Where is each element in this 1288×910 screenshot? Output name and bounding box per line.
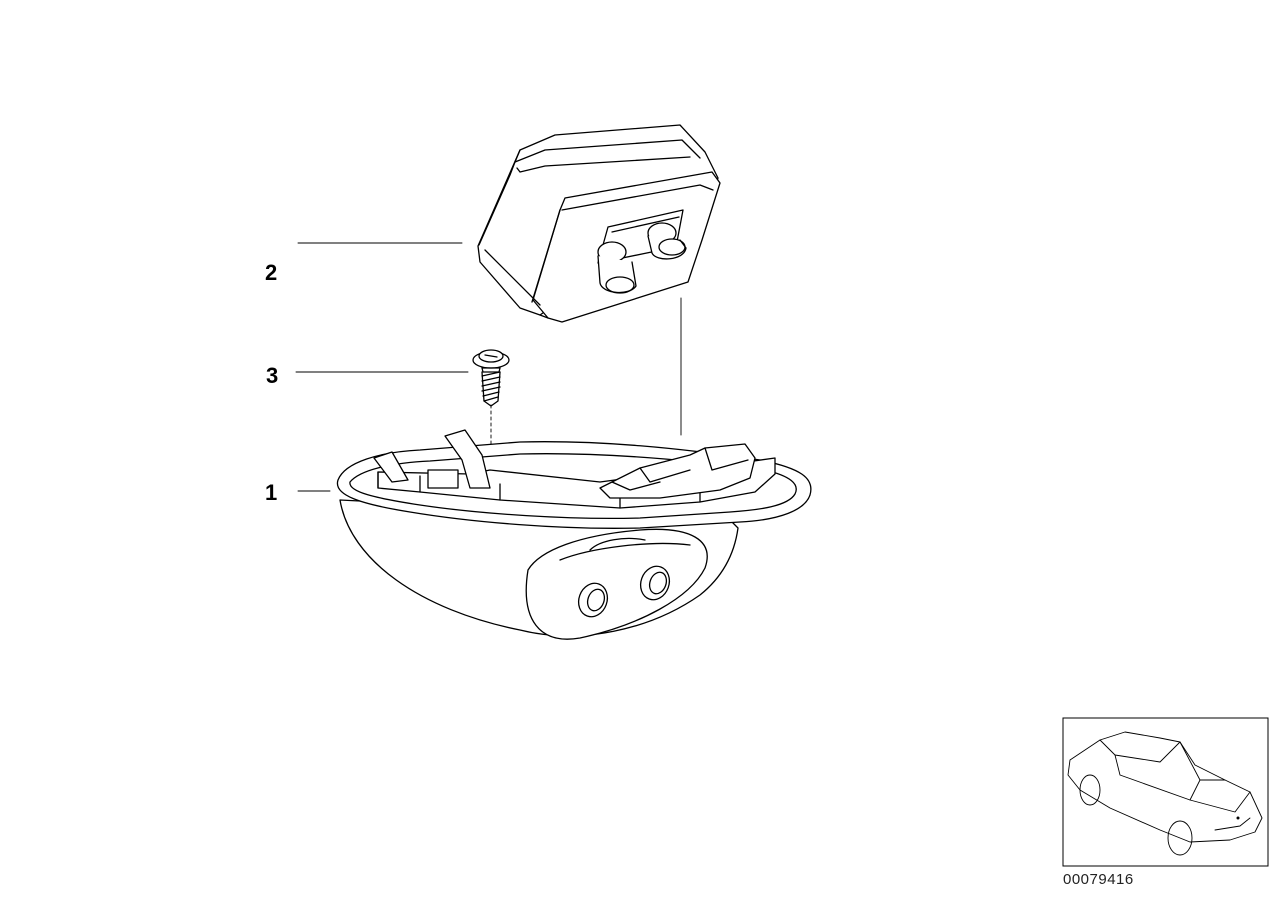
- callout-number-2: 2: [265, 260, 278, 285]
- display-unit-drawing: [477, 124, 721, 323]
- screw-drawing: [472, 349, 510, 407]
- thumbnail-frame: [1062, 717, 1269, 867]
- car-thumbnail: [1062, 717, 1269, 867]
- button-left: [597, 241, 637, 294]
- car-icon: [1067, 731, 1263, 856]
- housing-drawing: [336, 429, 812, 640]
- diagram-number: 00079416: [1063, 871, 1134, 888]
- callout-number-3: 3: [266, 363, 279, 388]
- callout-number-1: 1: [265, 480, 278, 505]
- button-right: [647, 222, 687, 260]
- thumbnail-marker: [1236, 816, 1240, 820]
